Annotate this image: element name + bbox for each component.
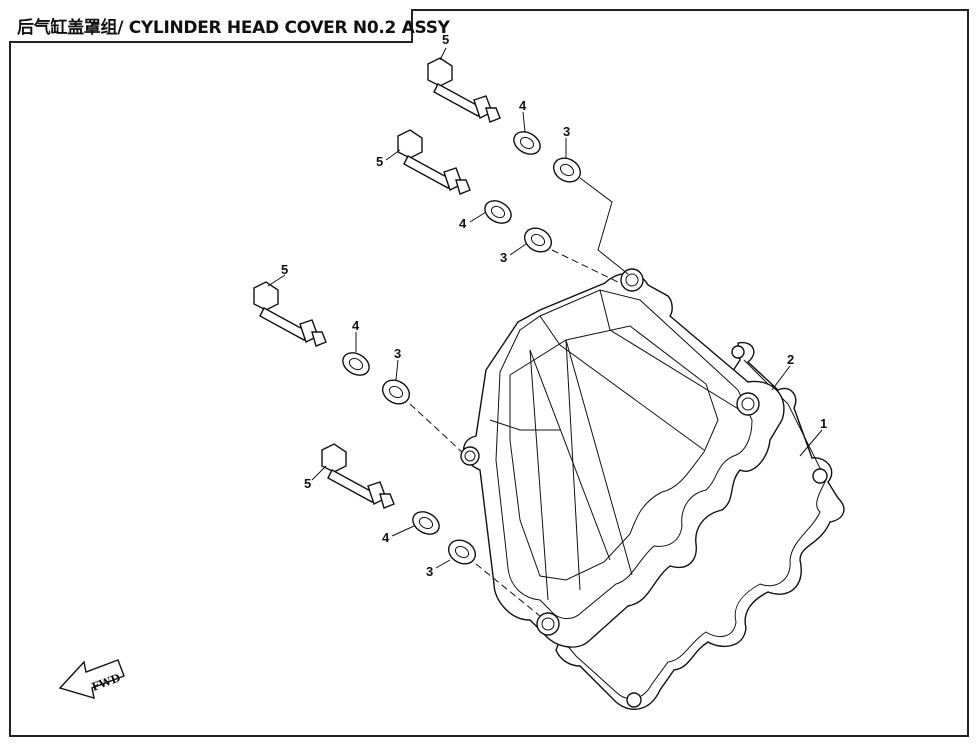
callout-bolt-3: 5 bbox=[281, 262, 288, 277]
callout-bolt-1: 5 bbox=[442, 32, 449, 47]
callout-gasket: 1 bbox=[820, 416, 827, 431]
callout-grommet-2: 3 bbox=[500, 250, 507, 265]
fwd-arrow-icon: FWD bbox=[58, 659, 125, 699]
callout-washer-1: 4 bbox=[519, 98, 527, 113]
callout-washer-2: 4 bbox=[459, 216, 467, 231]
callout-grommet-3: 3 bbox=[394, 346, 401, 361]
cylinder-head-cover bbox=[460, 268, 785, 648]
callout-washer-3: 4 bbox=[352, 318, 360, 333]
hardware-set-1 bbox=[427, 57, 629, 275]
title-box: 后气缸盖罩组/ CYLINDER HEAD COVER N0.2 ASSY bbox=[9, 9, 450, 43]
hardware-set-2 bbox=[397, 129, 623, 285]
hardware-set-3 bbox=[253, 281, 463, 453]
callout-washer-4: 4 bbox=[382, 530, 390, 545]
callout-cover: 2 bbox=[787, 352, 794, 367]
callout-grommet-4: 3 bbox=[426, 564, 433, 579]
callout-bolt-2: 5 bbox=[376, 154, 383, 169]
drawing-frame bbox=[9, 9, 969, 737]
page-title: 后气缸盖罩组/ CYLINDER HEAD COVER N0.2 ASSY bbox=[17, 17, 450, 38]
hardware-set-4 bbox=[321, 443, 541, 617]
callout-grommet-1: 3 bbox=[563, 124, 570, 139]
callout-numbers: 5 4 3 5 4 3 5 4 3 5 4 3 2 1 bbox=[281, 32, 827, 579]
callout-bolt-4: 5 bbox=[304, 476, 311, 491]
callout-leaders bbox=[267, 47, 823, 569]
